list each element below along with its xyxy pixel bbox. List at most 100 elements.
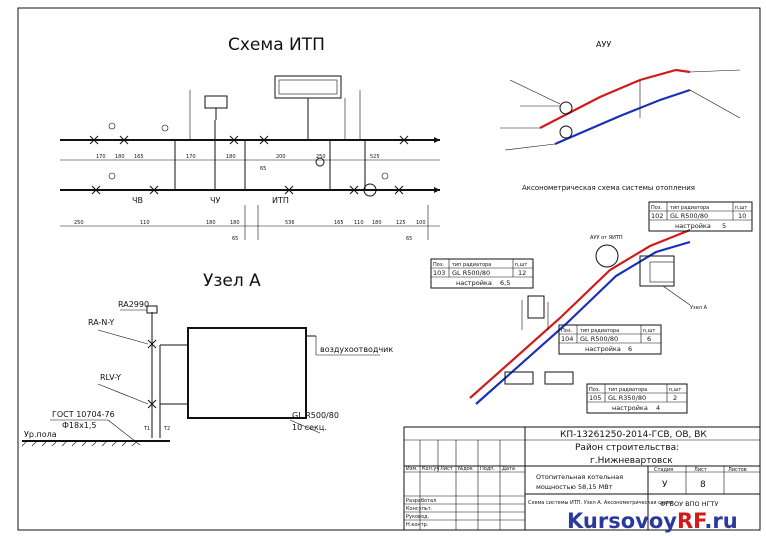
- radiator-model-label: GL R500/80: [292, 411, 339, 420]
- sheet-header: Лист: [694, 467, 707, 473]
- floor-level-label: Ур.пола: [24, 430, 57, 439]
- itp-pipelines: [60, 75, 440, 240]
- stage-header: Стадия: [654, 467, 673, 473]
- role-label: Руковод.: [406, 514, 430, 520]
- table-setting: 6: [628, 345, 632, 353]
- dim-label: 165: [334, 220, 344, 226]
- revision-headers: Изм. Кол.уч Лист №док Подп. Дата: [406, 466, 515, 472]
- valve-label-rlv-y: RLV-Y: [100, 373, 121, 382]
- table-header-type: тип радиатора: [608, 387, 647, 393]
- node-a-reference-label: Узел А: [690, 305, 708, 311]
- table-pos: 105: [589, 394, 601, 402]
- organization: ФГБОУ ВПО НГТУ: [660, 500, 719, 508]
- section-label-chv: ЧВ: [132, 196, 143, 205]
- rev-col: №док: [458, 466, 473, 472]
- gost-label: ГОСТ 10704-76: [52, 410, 115, 419]
- radiator-table-104: Поз. тип радиатора n,шт 104 GL R500/80 6…: [558, 324, 662, 355]
- dim-label: 165: [134, 154, 144, 160]
- object-name-line2: мощностью 58,15 МВт: [536, 483, 613, 491]
- table-setting-label: настройка: [675, 222, 711, 230]
- rev-col: Дата: [502, 466, 515, 472]
- table-pos: 104: [561, 335, 573, 343]
- table-header-pos: Поз.: [589, 387, 600, 393]
- radiator-table-103: Поз. тип радиатора n,шт 103 GL R500/80 1…: [430, 258, 534, 289]
- table-header-type: тип радиатора: [580, 328, 619, 334]
- table-header-pos: Поз.: [651, 205, 662, 211]
- dim-label: 170: [186, 154, 196, 160]
- table-header-qty: n,шт: [735, 205, 747, 211]
- dim-label: 65: [232, 236, 238, 242]
- auu-title: АУУ: [596, 40, 611, 49]
- dim-label: 525: [370, 154, 380, 160]
- dimension-labels-top: 170 180 165 170 180 200 250 525: [96, 154, 380, 160]
- role-labels: Разработал Консульт. Руковод. Н.контр.: [406, 498, 436, 528]
- sheet-title: Схема системы ИТП. Узел А. Аксонометриче…: [528, 500, 674, 506]
- title-block: [403, 426, 761, 531]
- watermark-logo: KursovoyRF.ru: [567, 509, 738, 533]
- table-qty: 2: [673, 394, 677, 402]
- table-model: GL R350/80: [608, 394, 646, 402]
- table-header-qty: n,шт: [669, 387, 681, 393]
- sheet-number: 8: [700, 480, 706, 490]
- dim-label: 180: [206, 220, 216, 226]
- table-model: GL R500/80: [580, 335, 618, 343]
- table-pos: 102: [651, 212, 663, 220]
- table-header-type: тип радиатора: [452, 262, 491, 268]
- table-qty: 6: [647, 335, 651, 343]
- auu-reference-label: АУУ от ЯИТП: [590, 235, 623, 241]
- stage-value: У: [662, 480, 668, 490]
- dim-label: 250: [316, 154, 326, 160]
- document-code: КП-13261250-2014-ГСВ, ОВ, ВК: [560, 430, 707, 440]
- dim-label: 200: [276, 154, 286, 160]
- table-header-type: тип радиатора: [670, 205, 709, 211]
- table-header-qty: n,шт: [515, 262, 527, 268]
- table-qty: 10: [738, 212, 746, 220]
- role-label: Н.контр.: [406, 522, 429, 528]
- table-setting: 5: [722, 222, 726, 230]
- rev-col: Кол.уч: [422, 466, 439, 472]
- axonometric-title: Аксонометрическая схема системы отоплени…: [522, 184, 695, 192]
- section-label-itp: ИТП: [272, 196, 289, 205]
- table-qty: 12: [518, 269, 526, 277]
- dim-label: 125: [396, 220, 406, 226]
- dim-label: 180: [372, 220, 382, 226]
- table-header-qty: n,шт: [643, 328, 655, 334]
- radiator: [187, 327, 307, 419]
- section-label-chu: ЧУ: [210, 196, 220, 205]
- dim-label: 250: [74, 220, 84, 226]
- dim-label: 100: [416, 220, 426, 226]
- role-label: Разработал: [406, 498, 436, 504]
- node-a-title: Узел А: [203, 271, 261, 291]
- radiator-sections-label: 10 секц.: [292, 423, 327, 432]
- table-setting: 6,5: [500, 279, 510, 287]
- rev-col: Изм.: [406, 466, 418, 472]
- heating-axonometric: [469, 228, 691, 405]
- sheet-frame: [17, 7, 761, 531]
- object-name-line1: Отопительная котельная: [536, 473, 623, 481]
- table-setting: 4: [656, 404, 660, 412]
- radiator-table-102: Поз. тип радиатора n,шт 102 GL R500/80 1…: [648, 201, 753, 232]
- table-model: GL R500/80: [452, 269, 490, 277]
- auu-diagram: [500, 68, 741, 151]
- dim-label: 180: [230, 220, 240, 226]
- dimension-labels-bottom: 250 110 180 180 536 165 110 180 125 100: [74, 220, 426, 226]
- valve-label-ra2990: RA2990: [118, 300, 149, 309]
- table-header-pos: Поз.: [433, 262, 444, 268]
- table-model: GL R500/80: [670, 212, 708, 220]
- dim-label: 536: [285, 220, 295, 226]
- table-setting-label: настройка: [585, 345, 621, 353]
- dim-label: 65: [406, 236, 412, 242]
- role-label: Консульт.: [406, 506, 433, 512]
- sheets-header: Листов: [728, 467, 747, 473]
- valve-label-ra-n-y: RA-N-Y: [88, 318, 114, 327]
- dim-label: 170: [96, 154, 106, 160]
- pipe-label-t2: Т2: [163, 426, 170, 432]
- itp-scheme-title: Схема ИТП: [228, 35, 325, 55]
- table-setting-label: настройка: [612, 404, 648, 412]
- air-vent-label: воздухоотводчик: [320, 345, 393, 354]
- table-pos: 103: [433, 269, 445, 277]
- rev-col: Подп.: [480, 466, 496, 472]
- radiator-table-105: Поз. тип радиатора n,шт 105 GL R350/80 2…: [586, 383, 688, 414]
- node-a-diagram: [21, 305, 380, 447]
